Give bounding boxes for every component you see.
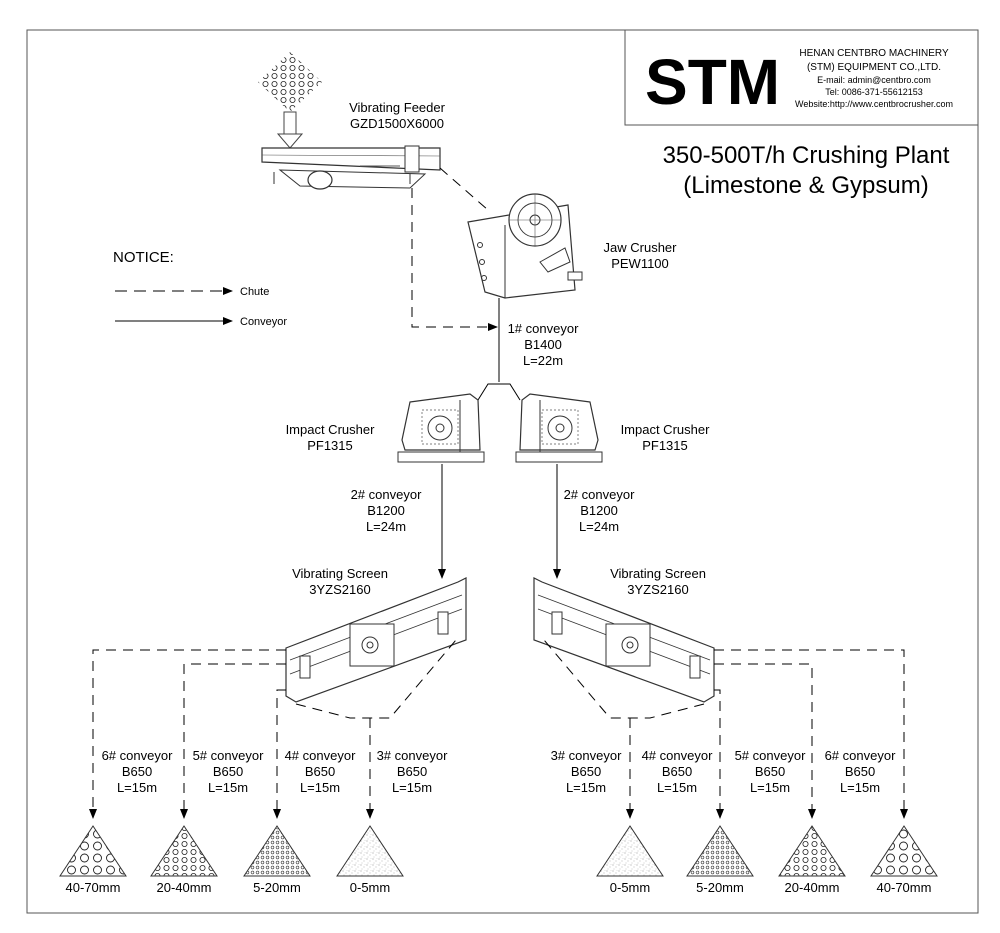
screen-left-model: 3YZS2160 — [309, 582, 370, 597]
conveyor-6-right-model: B650 — [845, 764, 875, 779]
product-right-2: 5-20mm — [696, 880, 744, 895]
conveyor-3-right-name: 3# conveyor — [551, 748, 622, 763]
raw-material-icon — [258, 52, 322, 149]
impact-left-name: Impact Crusher — [286, 422, 376, 437]
pile-right-20-40 — [778, 825, 846, 877]
conveyor-5-left-name: 5# conveyor — [193, 748, 264, 763]
impact-right-name: Impact Crusher — [621, 422, 711, 437]
legend-heading: NOTICE: — [113, 249, 174, 266]
conveyor-6-left-name: 6# conveyor — [102, 748, 173, 763]
conveyor-3-left-name: 3# conveyor — [377, 748, 448, 763]
conveyor-5-right-length: L=15m — [750, 780, 790, 795]
vibrating-screen-right-icon — [533, 577, 715, 703]
product-left-4: 0-5mm — [350, 880, 390, 895]
screen-left-name: Vibrating Screen — [292, 566, 388, 581]
chute-feeder-bypass — [411, 188, 498, 331]
conveyor-2-left-length: L=24m — [366, 519, 406, 534]
chutes-right — [543, 639, 908, 819]
impact-right-model: PF1315 — [642, 438, 688, 453]
chute-feeder-to-jaw — [439, 167, 489, 211]
conveyor-5-left-length: L=15m — [208, 780, 248, 795]
company-tel: Tel: 0086-371-55612153 — [825, 87, 923, 97]
product-left-2: 20-40mm — [157, 880, 212, 895]
vibrating-screen-left-icon — [285, 577, 467, 703]
pile-left-20-40 — [150, 825, 218, 877]
conveyor-4-left-model: B650 — [305, 764, 335, 779]
pile-left-40-70 — [59, 825, 127, 877]
company-block: STM HENAN CENTBRO MACHINERY (STM) EQUIPM… — [624, 29, 979, 126]
conveyor-3-left-model: B650 — [397, 764, 427, 779]
conveyor-1-name: 1# conveyor — [508, 321, 579, 336]
impact-left-model: PF1315 — [307, 438, 353, 453]
conveyor-5-right-model: B650 — [755, 764, 785, 779]
impact-crusher-left-icon — [397, 393, 485, 463]
pile-right-40-70 — [870, 825, 938, 877]
conveyor-1-model: B1400 — [524, 337, 562, 352]
feeder-name: Vibrating Feeder — [349, 100, 446, 115]
impact-crusher-right-icon — [515, 393, 603, 463]
conveyor-4-left-length: L=15m — [300, 780, 340, 795]
conveyor-3-right-length: L=15m — [566, 780, 606, 795]
conveyor-4-left-name: 4# conveyor — [285, 748, 356, 763]
company-name-line1: HENAN CENTBRO MACHINERY — [799, 48, 949, 59]
legend-chute-label: Chute — [240, 286, 269, 298]
feeder-model: GZD1500X6000 — [350, 116, 444, 131]
company-name-line2: (STM) EQUIPMENT CO.,LTD. — [807, 62, 941, 73]
plant-title: 350-500T/h Crushing Plant — [663, 142, 950, 169]
conveyor-3-left-length: L=15m — [392, 780, 432, 795]
conveyor-5-left-model: B650 — [213, 764, 243, 779]
conveyor-4-right-name: 4# conveyor — [642, 748, 713, 763]
legend-conveyor-label: Conveyor — [240, 316, 287, 328]
pile-left-5-20 — [243, 825, 311, 877]
conveyor-2-left-name: 2# conveyor — [351, 487, 422, 502]
company-email: E-mail: admin@centbro.com — [817, 75, 931, 85]
screen-right-name: Vibrating Screen — [610, 566, 706, 581]
pile-right-0-5 — [596, 825, 664, 877]
pile-right-5-20 — [686, 825, 754, 877]
company-website: Website:http://www.centbrocrusher.com — [795, 99, 953, 109]
conveyor-6-left-model: B650 — [122, 764, 152, 779]
conveyor-5-right-name: 5# conveyor — [735, 748, 806, 763]
conveyor-2-right-model: B1200 — [580, 503, 618, 518]
conveyor-2-left-model: B1200 — [367, 503, 405, 518]
jaw-crusher-icon — [467, 193, 583, 299]
conveyor-1-length: L=22m — [523, 353, 563, 368]
jaw-model: PEW1100 — [611, 256, 669, 271]
product-right-3: 20-40mm — [785, 880, 840, 895]
vibrating-feeder-icon — [261, 145, 441, 190]
product-left-3: 5-20mm — [253, 880, 301, 895]
chutes-left — [89, 639, 457, 819]
drawing-frame — [26, 29, 979, 914]
conveyor-2-right-name: 2# conveyor — [564, 487, 635, 502]
legend: NOTICE: Chute Conveyor — [113, 249, 287, 328]
conveyor-6-right-name: 6# conveyor — [825, 748, 896, 763]
conveyor-1-split — [477, 383, 521, 401]
product-left-1: 40-70mm — [66, 880, 121, 895]
product-right-4: 40-70mm — [877, 880, 932, 895]
screen-right-model: 3YZS2160 — [627, 582, 688, 597]
conveyor-6-left-length: L=15m — [117, 780, 157, 795]
conveyor-2-right-length: L=24m — [579, 519, 619, 534]
plant-subtitle: (Limestone & Gypsum) — [683, 172, 928, 199]
jaw-name: Jaw Crusher — [604, 240, 678, 255]
conveyor-6-right-length: L=15m — [840, 780, 880, 795]
conveyor-3-right-model: B650 — [571, 764, 601, 779]
product-right-1: 0-5mm — [610, 880, 650, 895]
company-logo: STM — [645, 46, 780, 118]
pile-left-0-5 — [336, 825, 404, 877]
conveyor-4-right-length: L=15m — [657, 780, 697, 795]
conveyor-4-right-model: B650 — [662, 764, 692, 779]
